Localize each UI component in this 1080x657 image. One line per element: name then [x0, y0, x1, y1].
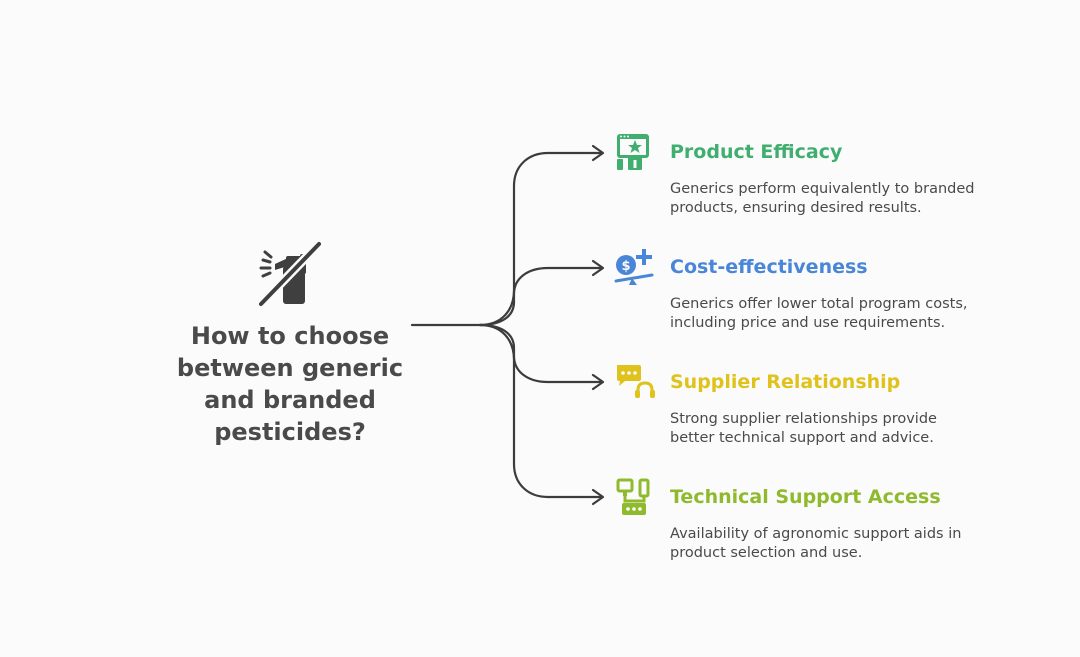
branch-product-efficacy: Product Efficacy Generics perform equiva…	[614, 132, 994, 218]
branch-technical-support-access: Technical Support Access Availability of…	[614, 477, 994, 563]
dollar-scale-icon: $	[614, 249, 654, 285]
branch-description: Generics offer lower total program costs…	[670, 296, 968, 331]
branch-title: Technical Support Access	[670, 486, 941, 508]
network-devices-icon	[616, 478, 650, 515]
connector-cost-effectiveness	[478, 266, 604, 327]
connector-product-efficacy	[478, 151, 604, 327]
arrowhead-3	[591, 373, 605, 391]
arrowhead-2	[591, 259, 605, 277]
branch-cost-effectiveness: $ Cost-effectiveness Generics offer lowe…	[614, 247, 994, 333]
connector-technical-support	[478, 323, 604, 499]
branch-description: Availability of agronomic support aids i…	[670, 526, 962, 561]
branch-title: Cost-effectiveness	[670, 256, 868, 278]
connector-supplier-relationship	[478, 323, 604, 384]
arrowhead-4	[591, 488, 605, 506]
branch-title: Product Efficacy	[670, 141, 843, 163]
svg-text:$: $	[621, 259, 630, 274]
no-spray-bottle-icon	[256, 240, 324, 309]
award-monitor-icon	[617, 134, 649, 170]
branch-description: Generics perform equivalently to branded…	[670, 181, 975, 216]
branch-supplier-relationship: Supplier Relationship Strong supplier re…	[614, 362, 994, 448]
central-title: How to choose between generic and brande…	[176, 322, 404, 446]
support-chat-icon	[617, 365, 655, 398]
arrowhead-1	[591, 144, 605, 162]
branch-title: Supplier Relationship	[670, 371, 901, 393]
central-question: How to choose between generic and brande…	[170, 240, 410, 448]
branch-description: Strong supplier relationships provide be…	[670, 411, 937, 446]
